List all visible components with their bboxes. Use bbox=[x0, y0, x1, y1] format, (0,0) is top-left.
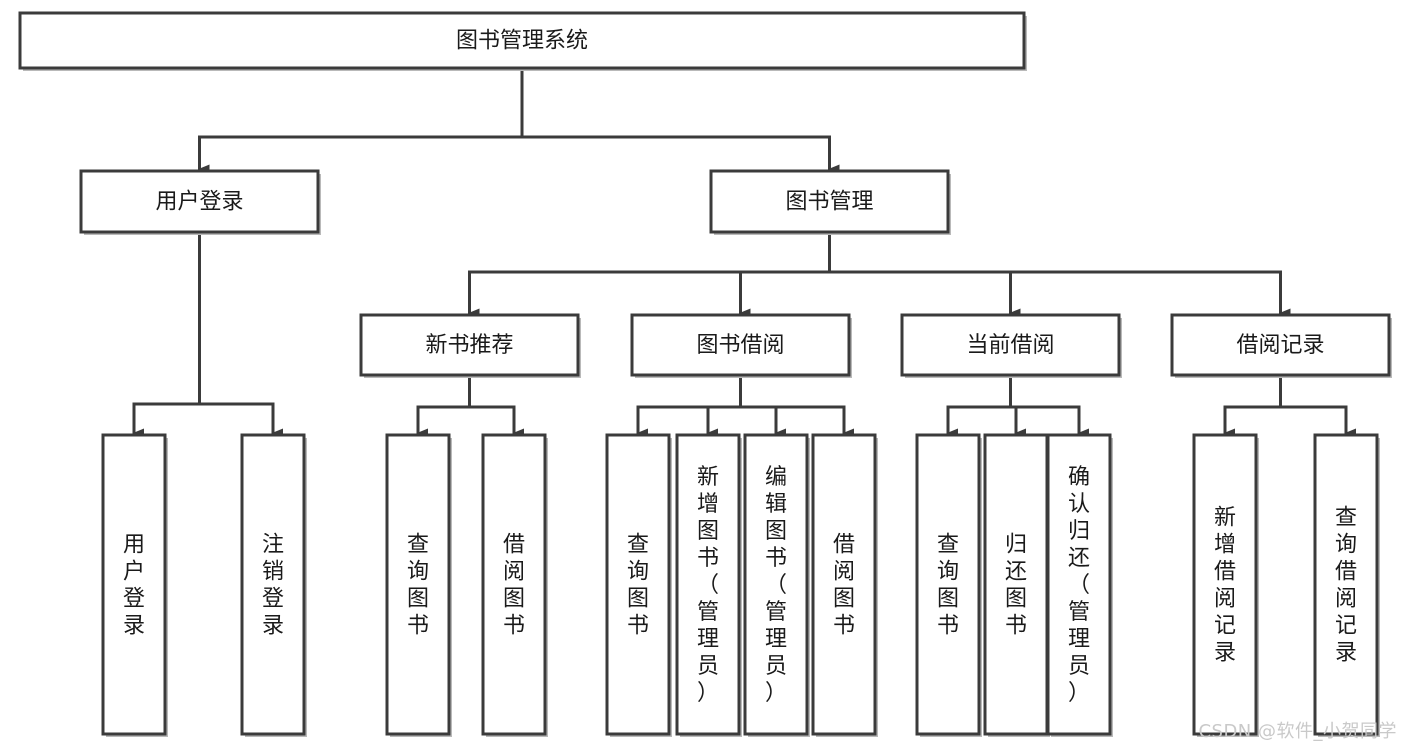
node-box[interactable] bbox=[811, 433, 877, 736]
node-box[interactable] bbox=[900, 313, 1121, 377]
node-label: 查询借阅记录 bbox=[1335, 506, 1357, 666]
node-box[interactable] bbox=[385, 433, 451, 736]
node-leaf-cb-return[interactable]: 归还图书 bbox=[983, 433, 1050, 737]
node-leaf-nb-borrow[interactable]: 借阅图书 bbox=[481, 433, 548, 737]
node-label: 借阅记录 bbox=[1236, 333, 1324, 358]
watermark-text: CSDN @软件_小贺同学 bbox=[1198, 721, 1397, 742]
node-label: 借阅图书 bbox=[833, 533, 855, 639]
node-label: 注销登录 bbox=[262, 533, 284, 639]
node-label: 查询图书 bbox=[407, 533, 429, 639]
node-label: 图书管理系统 bbox=[456, 29, 588, 54]
node-leaf-nb-query[interactable]: 查询图书 bbox=[385, 433, 452, 737]
connector-group-borrow-record bbox=[1223, 373, 1356, 438]
node-box[interactable] bbox=[675, 433, 741, 736]
node-book-mgmt[interactable]: 图书管理 bbox=[709, 169, 951, 235]
node-current-borrow[interactable]: 当前借阅 bbox=[900, 313, 1122, 378]
node-book-borrow[interactable]: 图书借阅 bbox=[630, 313, 852, 378]
node-box[interactable] bbox=[1313, 433, 1379, 736]
edge-layer bbox=[132, 66, 1356, 438]
node-box[interactable] bbox=[359, 313, 580, 377]
node-box[interactable] bbox=[240, 433, 306, 736]
node-box[interactable] bbox=[743, 433, 809, 736]
node-label: 当前借阅 bbox=[966, 333, 1054, 358]
node-label: 新增图书（管理员） bbox=[697, 465, 719, 706]
node-box[interactable] bbox=[630, 313, 851, 377]
connector-group-book-mgmt bbox=[468, 230, 1291, 318]
node-label: 新增借阅记录 bbox=[1214, 506, 1236, 666]
connector-group-new-book-rec bbox=[416, 373, 524, 438]
node-layer: 图书管理系统用户登录图书管理新书推荐图书借阅当前借阅借阅记录用户登录注销登录查询… bbox=[18, 11, 1392, 737]
node-label: 确认归还（管理员） bbox=[1068, 465, 1090, 706]
node-label: 图书管理 bbox=[785, 190, 873, 215]
node-box[interactable] bbox=[79, 169, 320, 234]
connector-group-book-borrow bbox=[636, 373, 854, 438]
node-box[interactable] bbox=[605, 433, 671, 736]
node-label: 归还图书 bbox=[1005, 533, 1027, 639]
connector-group-current-borrow bbox=[946, 373, 1089, 438]
node-label: 图书借阅 bbox=[696, 333, 784, 358]
node-leaf-cb-confirm[interactable]: 确认归还（管理员） bbox=[1046, 433, 1113, 737]
node-box[interactable] bbox=[983, 433, 1049, 736]
node-leaf-bb-edit[interactable]: 编辑图书（管理员） bbox=[743, 433, 810, 737]
node-label: 新书推荐 bbox=[425, 333, 513, 358]
node-leaf-user-login[interactable]: 用户登录 bbox=[101, 433, 168, 737]
connector-group-root bbox=[198, 66, 840, 174]
node-leaf-logout[interactable]: 注销登录 bbox=[240, 433, 307, 737]
node-label: 借阅图书 bbox=[503, 533, 525, 639]
node-leaf-bb-query[interactable]: 查询图书 bbox=[605, 433, 672, 737]
node-label: 查询图书 bbox=[937, 533, 959, 639]
node-user-login[interactable]: 用户登录 bbox=[79, 169, 321, 235]
node-leaf-br-query[interactable]: 查询借阅记录 bbox=[1313, 433, 1380, 737]
node-leaf-cb-query[interactable]: 查询图书 bbox=[915, 433, 982, 737]
node-box[interactable] bbox=[18, 11, 1026, 70]
node-root[interactable]: 图书管理系统 bbox=[18, 11, 1027, 71]
node-box[interactable] bbox=[915, 433, 981, 736]
node-leaf-bb-borrow[interactable]: 借阅图书 bbox=[811, 433, 878, 737]
node-box[interactable] bbox=[101, 433, 167, 736]
node-label: 编辑图书（管理员） bbox=[765, 465, 787, 706]
node-box[interactable] bbox=[1192, 433, 1258, 736]
node-new-book-rec[interactable]: 新书推荐 bbox=[359, 313, 581, 378]
node-label: 用户登录 bbox=[123, 533, 145, 639]
node-box[interactable] bbox=[1170, 313, 1391, 377]
node-label: 用户登录 bbox=[155, 190, 243, 215]
node-leaf-bb-add[interactable]: 新增图书（管理员） bbox=[675, 433, 742, 737]
node-box[interactable] bbox=[481, 433, 547, 736]
node-box[interactable] bbox=[1046, 433, 1112, 736]
node-label: 查询图书 bbox=[627, 533, 649, 639]
connector-group-user-login bbox=[132, 230, 283, 438]
node-leaf-br-add[interactable]: 新增借阅记录 bbox=[1192, 433, 1259, 737]
node-borrow-record[interactable]: 借阅记录 bbox=[1170, 313, 1392, 378]
node-box[interactable] bbox=[709, 169, 950, 234]
